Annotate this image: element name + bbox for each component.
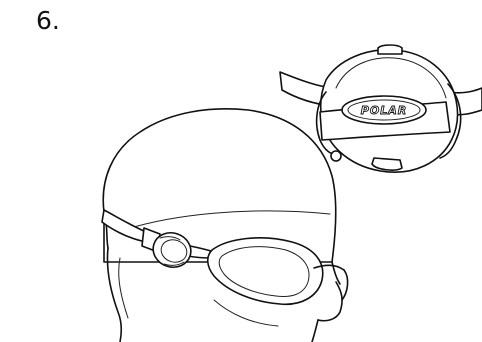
polar-logo: POLAR xyxy=(361,104,407,117)
head-with-swim-cap xyxy=(103,109,342,342)
